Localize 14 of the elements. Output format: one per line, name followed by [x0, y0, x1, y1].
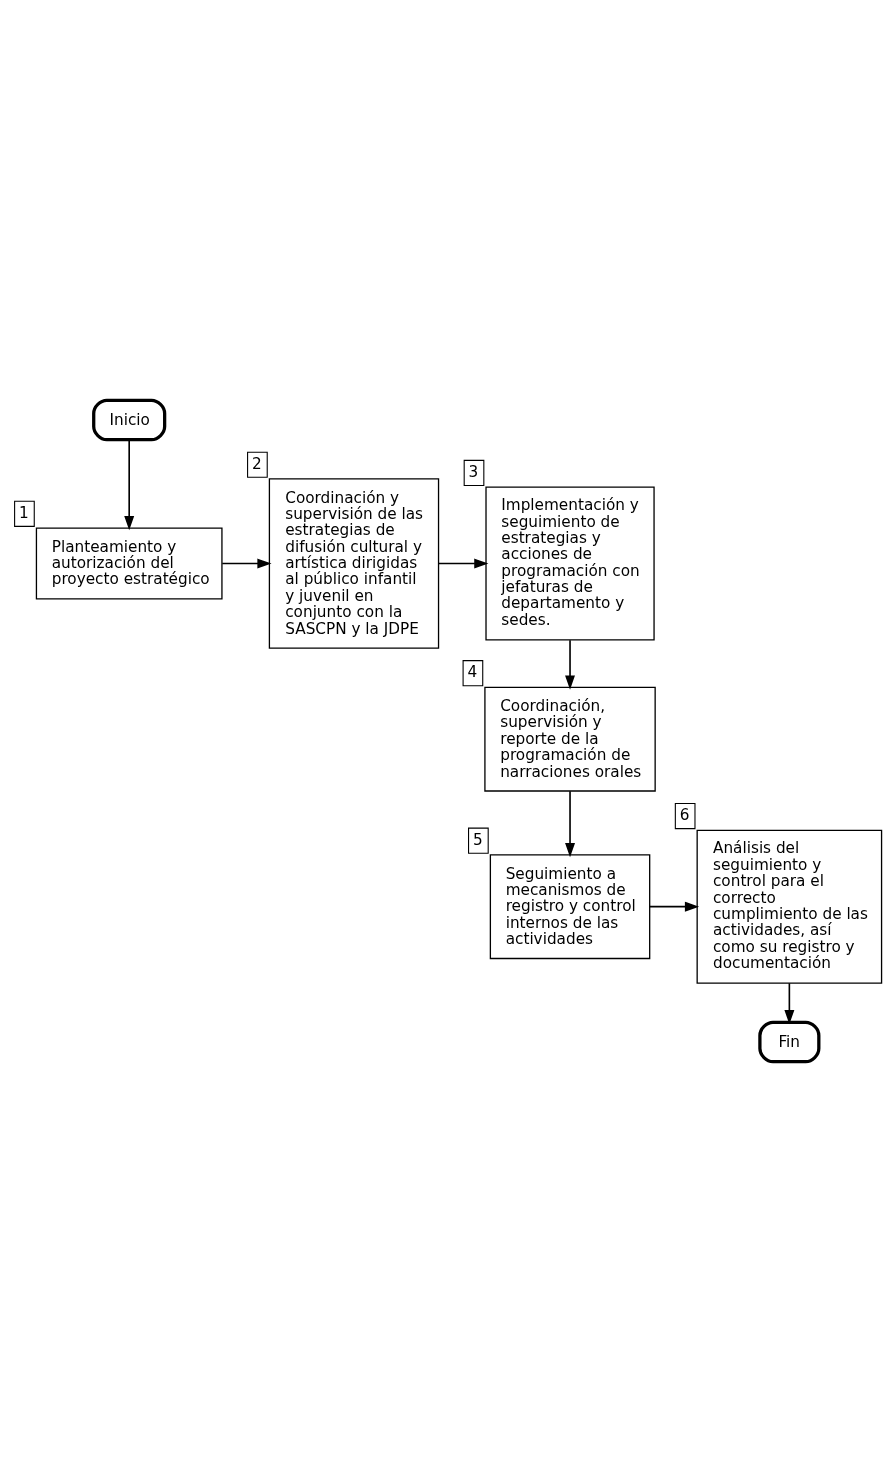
node-label: 3 [468, 462, 479, 481]
arrow [648, 901, 700, 912]
arrow [565, 790, 575, 858]
arrow [437, 558, 489, 569]
node-label: 5 [472, 830, 483, 849]
node-label: 6 [679, 806, 690, 825]
node-label: 4 [467, 663, 478, 682]
node-label: 2 [251, 454, 262, 473]
arrow [221, 558, 272, 569]
node-label: 1 [18, 503, 29, 522]
arrow [565, 639, 575, 690]
node-box: Inicio [92, 398, 167, 442]
arrow [124, 439, 135, 531]
node-box: Fin [758, 1020, 821, 1064]
